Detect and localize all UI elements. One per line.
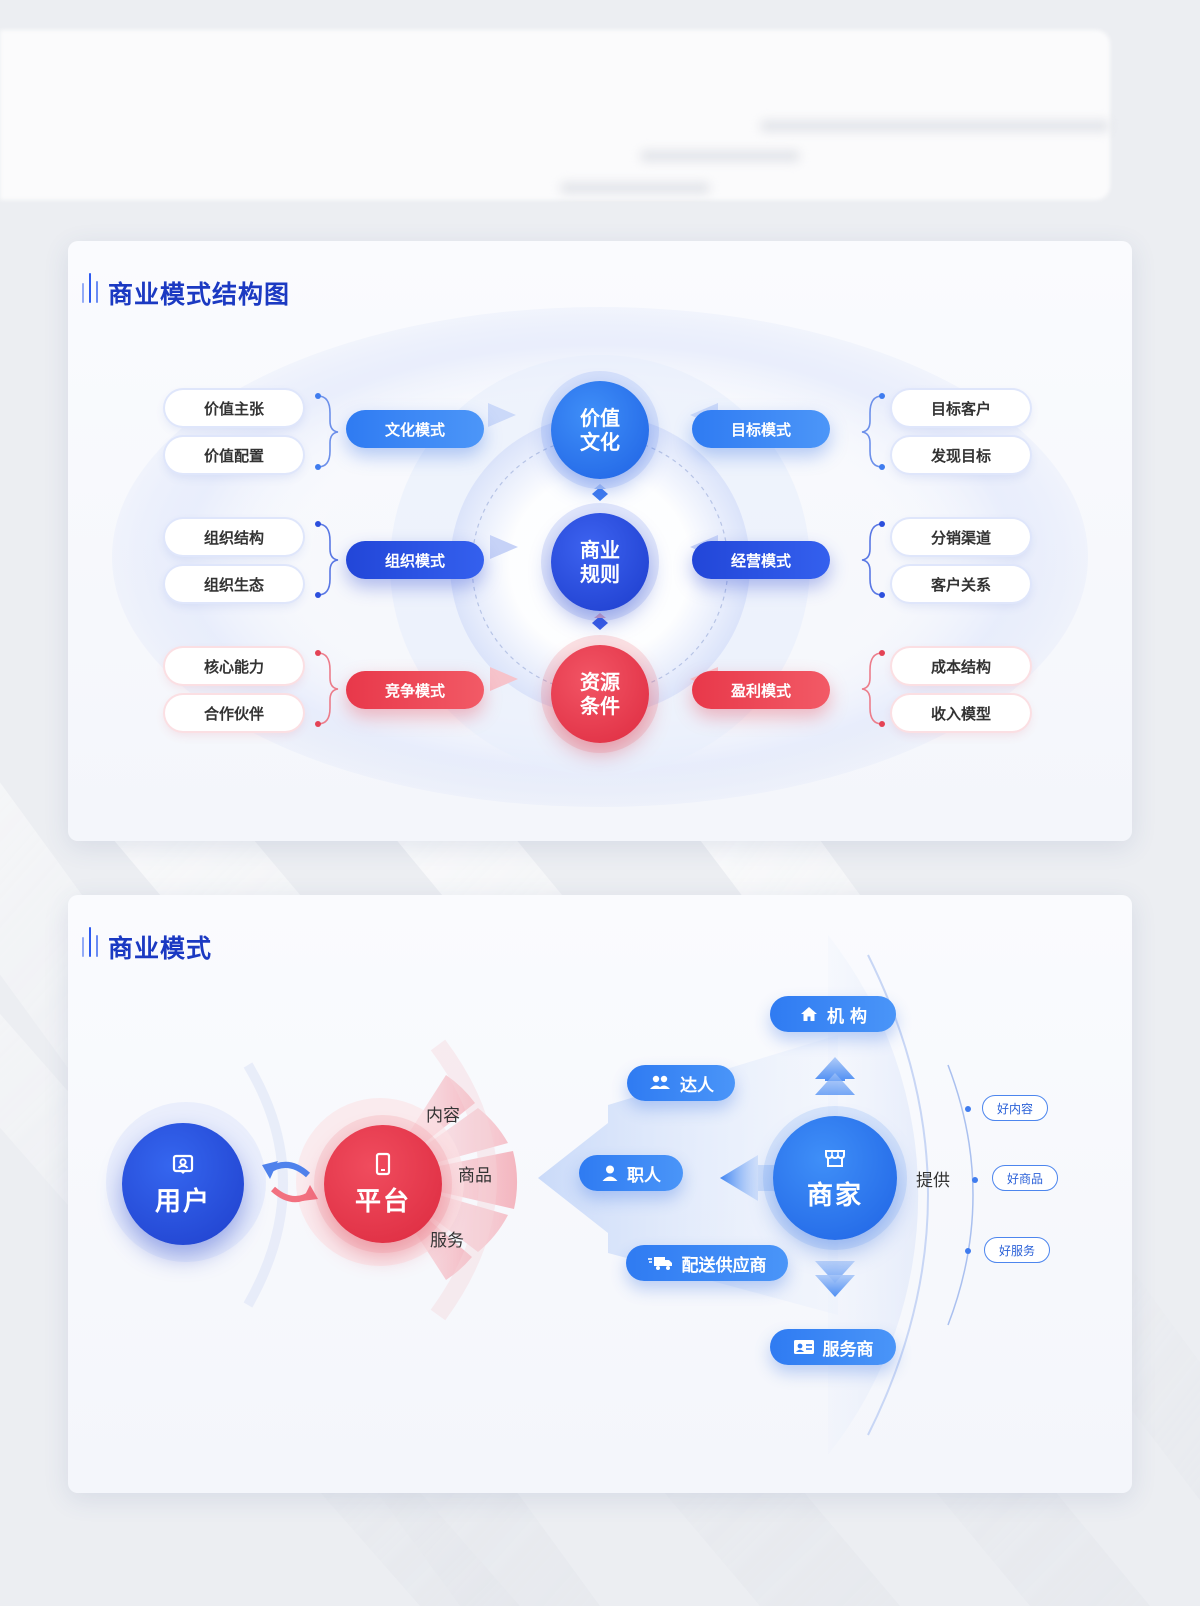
provide-good-content: 好内容 xyxy=(982,1095,1048,1121)
diagram-title: 商业模式结构图 xyxy=(108,280,291,309)
mode-culture: 文化模式 xyxy=(346,410,484,448)
group-icon xyxy=(650,1075,670,1089)
leaf-item: 合作伙伴 xyxy=(165,695,303,731)
leaf-item: 收入模型 xyxy=(892,695,1030,731)
faded-line xyxy=(640,150,800,162)
platform-node: 平台 xyxy=(324,1125,442,1243)
platform-sector-service: 服务 xyxy=(430,1231,464,1251)
actor-professional: 职人 xyxy=(579,1155,683,1191)
actor-service-provider: 服务商 xyxy=(770,1329,896,1365)
mode-target: 目标模式 xyxy=(692,410,830,448)
home-icon xyxy=(801,1007,818,1021)
person-icon xyxy=(602,1165,618,1181)
faded-line xyxy=(760,120,1110,132)
platform-sector-goods: 商品 xyxy=(458,1166,492,1186)
user-card-icon xyxy=(172,1154,194,1174)
leaf-item: 组织生态 xyxy=(165,566,303,602)
actor-institution: 机 构 xyxy=(770,996,896,1032)
truck-icon xyxy=(647,1257,672,1270)
faded-line xyxy=(560,182,710,194)
top-faded-banner xyxy=(0,30,1110,200)
business-model-structure-card: 商业模式结构图 xyxy=(68,241,1132,841)
leaf-item: 目标客户 xyxy=(892,390,1030,426)
title-bars-icon xyxy=(80,263,106,303)
leaf-item: 客户关系 xyxy=(892,566,1030,602)
actor-delivery-supplier: 配送供应商 xyxy=(626,1245,788,1281)
title-bars-icon xyxy=(80,917,106,957)
provide-good-service: 好服务 xyxy=(984,1237,1050,1263)
id-card-icon xyxy=(793,1340,814,1354)
leaf-item: 发现目标 xyxy=(892,437,1030,473)
phone-icon xyxy=(375,1152,391,1175)
provide-label: 提供 xyxy=(916,1171,950,1191)
diagram-title: 商业模式 xyxy=(108,934,213,963)
mode-operation: 经营模式 xyxy=(692,541,830,579)
provide-good-goods: 好商品 xyxy=(992,1165,1058,1191)
mode-profit: 盈利模式 xyxy=(692,671,830,709)
leaf-item: 成本结构 xyxy=(892,648,1030,684)
center-node-value-culture: 价值文化 xyxy=(551,381,649,479)
platform-sector-content: 内容 xyxy=(426,1106,460,1126)
mode-organization: 组织模式 xyxy=(346,541,484,579)
user-node: 用户 xyxy=(122,1123,244,1245)
leaf-item: 核心能力 xyxy=(165,648,303,684)
store-icon xyxy=(825,1149,845,1167)
actor-influencer: 达人 xyxy=(627,1065,735,1101)
leaf-item: 分销渠道 xyxy=(892,519,1030,555)
leaf-item: 组织结构 xyxy=(165,519,303,555)
business-model-card: 商业模式 xyxy=(68,895,1132,1493)
leaf-item: 价值配置 xyxy=(165,437,303,473)
merchant-node: 商家 xyxy=(773,1116,897,1240)
center-node-resource-conditions: 资源条件 xyxy=(551,645,649,743)
leaf-item: 价值主张 xyxy=(165,390,303,426)
mode-competition: 竞争模式 xyxy=(346,671,484,709)
center-node-business-rules: 商业规则 xyxy=(551,513,649,611)
